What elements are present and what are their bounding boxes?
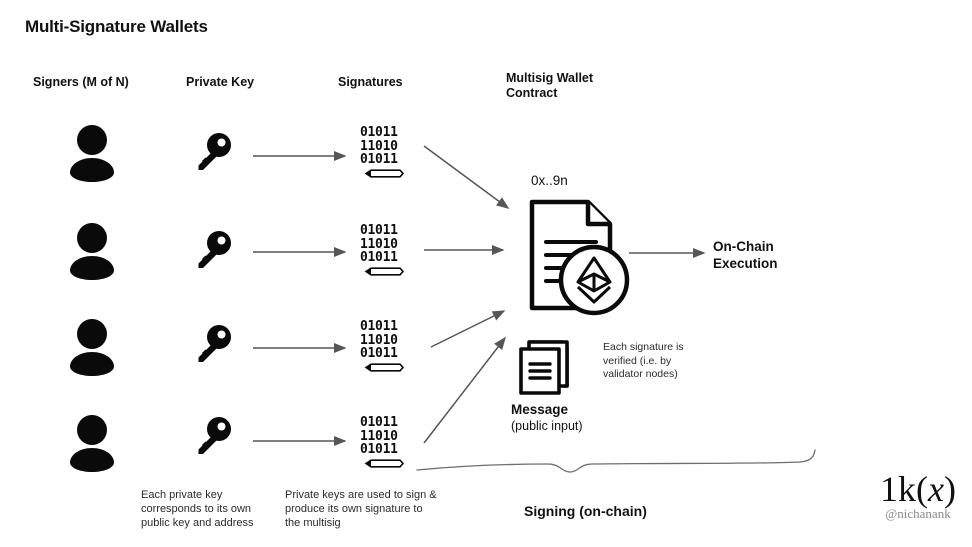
key-icon <box>198 325 231 362</box>
person-icon <box>70 319 114 376</box>
private-key-cell <box>190 131 234 175</box>
signature-bits-line-2: 11010 <box>360 138 398 154</box>
pen-icon <box>364 266 405 276</box>
note-signing: Private keys are used to sign & produce … <box>285 489 437 529</box>
brand-logo: 1k(x) @nichanank <box>880 470 956 522</box>
private-key-cell <box>190 323 234 367</box>
page-title: Multi-Signature Wallets <box>25 17 208 36</box>
signer-row <box>64 318 120 376</box>
signature-bits-line-3: 01011 <box>360 152 398 167</box>
logo-handle: @nichanank <box>885 506 951 521</box>
signature-bits-line-1: 01011 <box>360 415 398 430</box>
column-header-signatures: Signatures <box>338 75 403 89</box>
arrow-signature-4-to-message <box>423 336 506 444</box>
execution-line-1: On-Chain <box>713 239 774 254</box>
execution-line-2: Execution <box>713 256 778 271</box>
person-icon <box>70 125 114 182</box>
pen-icon <box>364 362 405 372</box>
person-icon <box>70 223 114 280</box>
signer-row <box>64 414 120 472</box>
contract-header-line-2: Contract <box>506 86 558 100</box>
contract-address-label: 0x..9n <box>531 173 568 188</box>
key-icon <box>198 133 231 170</box>
signer-row <box>64 222 120 280</box>
arrow-signature-1-to-contract <box>423 145 510 209</box>
contract-header-line-1: Multisig Wallet <box>506 71 594 85</box>
signing-brace <box>416 449 816 473</box>
on-chain-execution-label: On-Chain Execution <box>713 238 778 272</box>
column-header-signers: Signers (M of N) <box>33 75 129 89</box>
verification-note: Each signature is verified (i.e. by vali… <box>603 341 684 380</box>
signature-bits-line-2: 11010 <box>360 428 398 444</box>
signature-bits-line-2: 11010 <box>360 332 398 348</box>
key-icon <box>198 417 231 454</box>
signature-block: 01011 11010 01011 <box>360 320 432 372</box>
logo-wordmark: 1k(x) <box>880 470 956 508</box>
key-icon <box>198 231 231 268</box>
signing-on-chain-label: Signing (on-chain) <box>524 503 647 519</box>
logo-variable: x <box>928 469 944 509</box>
arrow-signature-3-to-contract <box>430 310 506 348</box>
signature-block: 01011 11010 01011 <box>360 416 432 468</box>
column-header-private-key: Private Key <box>186 75 255 89</box>
contract-document-icon <box>506 198 632 318</box>
pen-icon <box>364 458 405 468</box>
pen-icon <box>364 168 405 178</box>
message-sublabel: (public input) <box>511 419 583 433</box>
private-key-cell <box>190 229 234 273</box>
signature-bits-line-3: 01011 <box>360 346 398 361</box>
signature-bits-line-3: 01011 <box>360 250 398 265</box>
ethereum-icon <box>576 256 612 304</box>
stacked-pages-icon <box>513 332 579 398</box>
note-private-key: Each private key corresponds to its own … <box>141 489 254 529</box>
person-icon <box>70 415 114 472</box>
private-key-cell <box>190 415 234 459</box>
signature-bits-line-1: 01011 <box>360 319 398 334</box>
signature-bits-line-2: 11010 <box>360 236 398 252</box>
signature-bits-line-1: 01011 <box>360 223 398 238</box>
signature-block: 01011 11010 01011 <box>360 126 432 178</box>
column-header-multisig-wallet-contract: Multisig Wallet Contract <box>506 71 636 101</box>
signer-row <box>64 124 120 182</box>
signature-bits-line-1: 01011 <box>360 125 398 140</box>
signature-block: 01011 11010 01011 <box>360 224 432 276</box>
logo-suffix: ) <box>944 469 956 509</box>
logo-prefix: 1k( <box>880 469 929 509</box>
message-label: Message <box>511 402 569 417</box>
signature-bits-line-3: 01011 <box>360 442 398 457</box>
